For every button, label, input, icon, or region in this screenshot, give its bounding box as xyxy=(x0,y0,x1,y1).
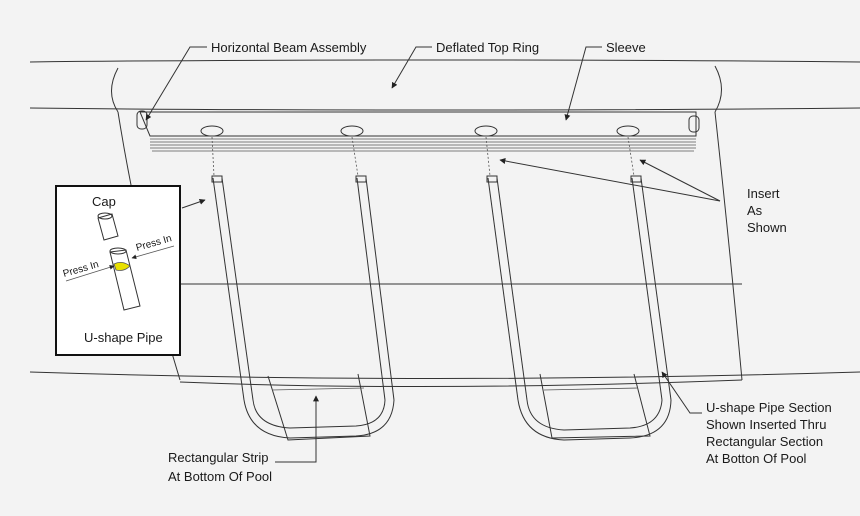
pipe-end-3 xyxy=(486,175,498,183)
cap-icon xyxy=(97,213,119,241)
beam-right-cap xyxy=(688,115,700,133)
u-shape-pipe-right xyxy=(486,175,672,441)
beam-slot-1 xyxy=(200,125,224,137)
label-insert-2: As xyxy=(747,203,763,218)
label-rect-strip-2: At Bottom Of Pool xyxy=(168,469,272,484)
rectangular-strip-left xyxy=(267,373,371,441)
beam-slot-3 xyxy=(474,125,498,137)
inset-detail: Cap Press In Press In U-shape Pipe xyxy=(55,185,181,356)
inset-u-shape-pipe-label: U-shape Pipe xyxy=(84,330,163,345)
label-u-section-4: At Botton Of Pool xyxy=(706,451,807,466)
label-insert-1: Insert xyxy=(747,186,780,201)
press-fit-highlight xyxy=(113,262,131,271)
label-u-section-1: U-shape Pipe Section xyxy=(706,400,832,415)
pipe-end-1 xyxy=(211,175,223,183)
label-rect-strip-1: Rectangular Strip xyxy=(168,450,268,465)
u-shape-pipe-left xyxy=(211,175,395,439)
beam-slot-4 xyxy=(616,125,640,137)
pipe-top-icon xyxy=(109,249,141,311)
beam-slot-2 xyxy=(340,125,364,137)
label-sleeve: Sleeve xyxy=(606,40,646,55)
label-horizontal-beam: Horizontal Beam Assembly xyxy=(211,40,367,55)
inset-cap-label: Cap xyxy=(92,194,116,209)
horizontal-beam-assembly xyxy=(136,110,700,152)
label-insert-3: Shown xyxy=(747,220,787,235)
label-u-section-3: Rectangular Section xyxy=(706,434,823,449)
rectangular-strip-right xyxy=(539,373,651,439)
insertion-guides xyxy=(211,136,635,177)
pipe-end-4 xyxy=(630,175,642,183)
label-u-section-2: Shown Inserted Thru xyxy=(706,417,826,432)
label-deflated-top-ring: Deflated Top Ring xyxy=(436,40,539,55)
leader-arrows xyxy=(145,46,721,463)
pipe-end-2 xyxy=(355,175,367,183)
